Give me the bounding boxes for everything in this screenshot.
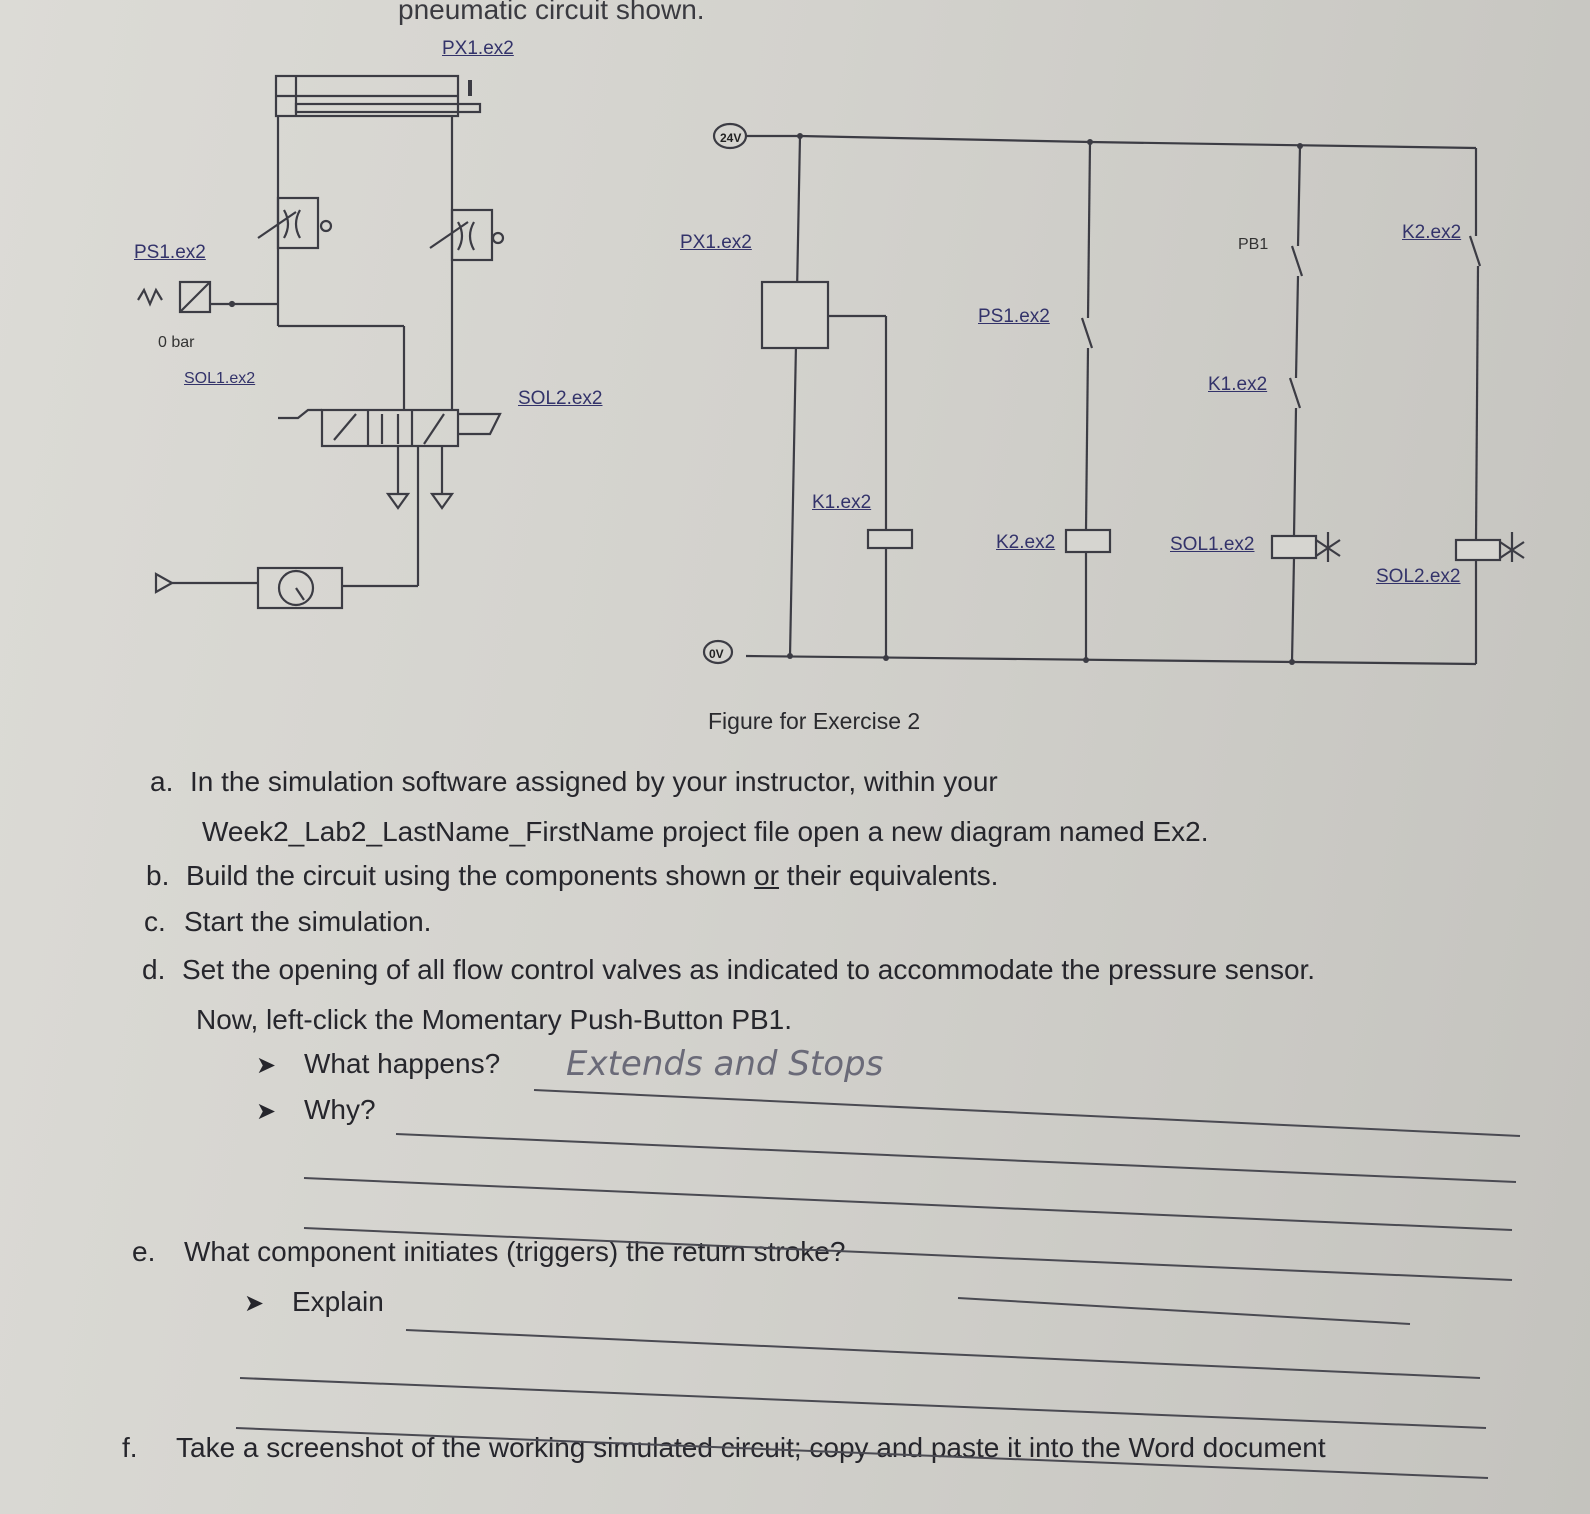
header-text: pneumatic circuit shown. — [398, 0, 705, 25]
what-happens-prompt: ➤ What happens? — [256, 1048, 500, 1080]
pressure-sensor — [137, 280, 278, 314]
answer-line — [533, 1089, 1521, 1137]
question-c: c. Start the simulation. — [144, 906, 431, 938]
answer-line — [957, 1297, 1411, 1325]
ps1-label-electrical: PS1.ex2 — [978, 306, 1050, 327]
question-d-letter: d. — [142, 954, 166, 985]
question-e-text: What component initiates (triggers) the … — [184, 1236, 846, 1267]
question-d-line1: d. Set the opening of all flow control va… — [142, 954, 1315, 986]
question-a-line1: a. In the simulation software assigned by… — [150, 766, 998, 798]
answer-line — [239, 1377, 1487, 1429]
pressure-readout: 0 bar — [158, 334, 195, 351]
question-d-line2: Now, left-click the Momentary Push-Butto… — [196, 1004, 793, 1035]
sol1-label-pneumatic: SOL1.ex2 — [184, 370, 256, 387]
why-prompt: ➤ Why? — [256, 1094, 376, 1126]
directional-valve — [278, 408, 502, 586]
k1-coil-label: K1.ex2 — [812, 492, 872, 513]
ladder-diagram — [745, 134, 1525, 666]
flow-control-right — [429, 208, 505, 262]
question-a-letter: a. — [150, 766, 174, 797]
arrow-bullet-icon: ➤ — [256, 1052, 277, 1079]
air-supply — [154, 566, 418, 610]
answer-line — [303, 1227, 1513, 1281]
question-b-or: or — [754, 860, 779, 891]
v0-badge-text: 0V — [709, 647, 724, 661]
question-b-letter: b. — [146, 860, 170, 891]
pneumatic-cylinder — [274, 74, 482, 118]
px1-label-electrical: PX1.ex2 — [680, 232, 752, 253]
arrow-bullet-icon: ➤ — [244, 1290, 265, 1317]
explain-text: Explain — [292, 1286, 384, 1317]
answer-line — [235, 1427, 1489, 1479]
question-c-letter: c. — [144, 906, 166, 937]
sol2-label-pneumatic: SOL2.ex2 — [518, 388, 603, 409]
what-happens-answer: Extends and Stops — [566, 1044, 884, 1084]
why-text: Why? — [304, 1094, 376, 1125]
question-f-text: Take a screenshot of the working simulat… — [176, 1432, 1326, 1463]
question-b: b. Build the circuit using the components… — [146, 860, 998, 892]
figure-caption: Figure for Exercise 2 — [708, 708, 921, 734]
arrow-bullet-icon: ➤ — [256, 1098, 277, 1125]
answer-line — [395, 1133, 1517, 1183]
k2-coil-label: K2.ex2 — [996, 532, 1056, 553]
question-a-line2: Week2_Lab2_LastName_FirstName project fi… — [202, 816, 1209, 847]
question-f-letter: f. — [122, 1432, 138, 1463]
question-b-text: Build the circuit using the components s… — [186, 860, 755, 891]
question-f: f. Take a screenshot of the working simul… — [122, 1432, 1326, 1464]
flow-control-left — [257, 196, 333, 250]
question-b-text-end: their equivalents. — [779, 860, 999, 891]
explain-prompt: ➤ Explain — [244, 1286, 384, 1318]
question-a-text: In the simulation software assigned by y… — [190, 766, 998, 797]
k2-contact-label: K2.ex2 — [1402, 222, 1462, 243]
what-happens-text: What happens? — [304, 1048, 501, 1079]
question-c-text: Start the simulation. — [184, 906, 432, 937]
question-e: e. What component initiates (triggers) th… — [132, 1236, 845, 1268]
v24-badge-text: 24V — [720, 131, 741, 145]
question-d-text: Set the opening of all flow control valv… — [182, 954, 1316, 985]
answer-line — [405, 1329, 1481, 1379]
px1-label-pneumatic: PX1.ex2 — [442, 38, 514, 59]
pb1-label: PB1 — [1238, 236, 1269, 253]
sol1-coil-label: SOL1.ex2 — [1170, 534, 1255, 555]
k1-contact-label: K1.ex2 — [1208, 374, 1268, 395]
ps1-label-pneumatic: PS1.ex2 — [134, 242, 206, 263]
question-e-letter: e. — [132, 1236, 156, 1267]
answer-line — [303, 1177, 1513, 1231]
sol2-coil-label: SOL2.ex2 — [1376, 566, 1461, 587]
